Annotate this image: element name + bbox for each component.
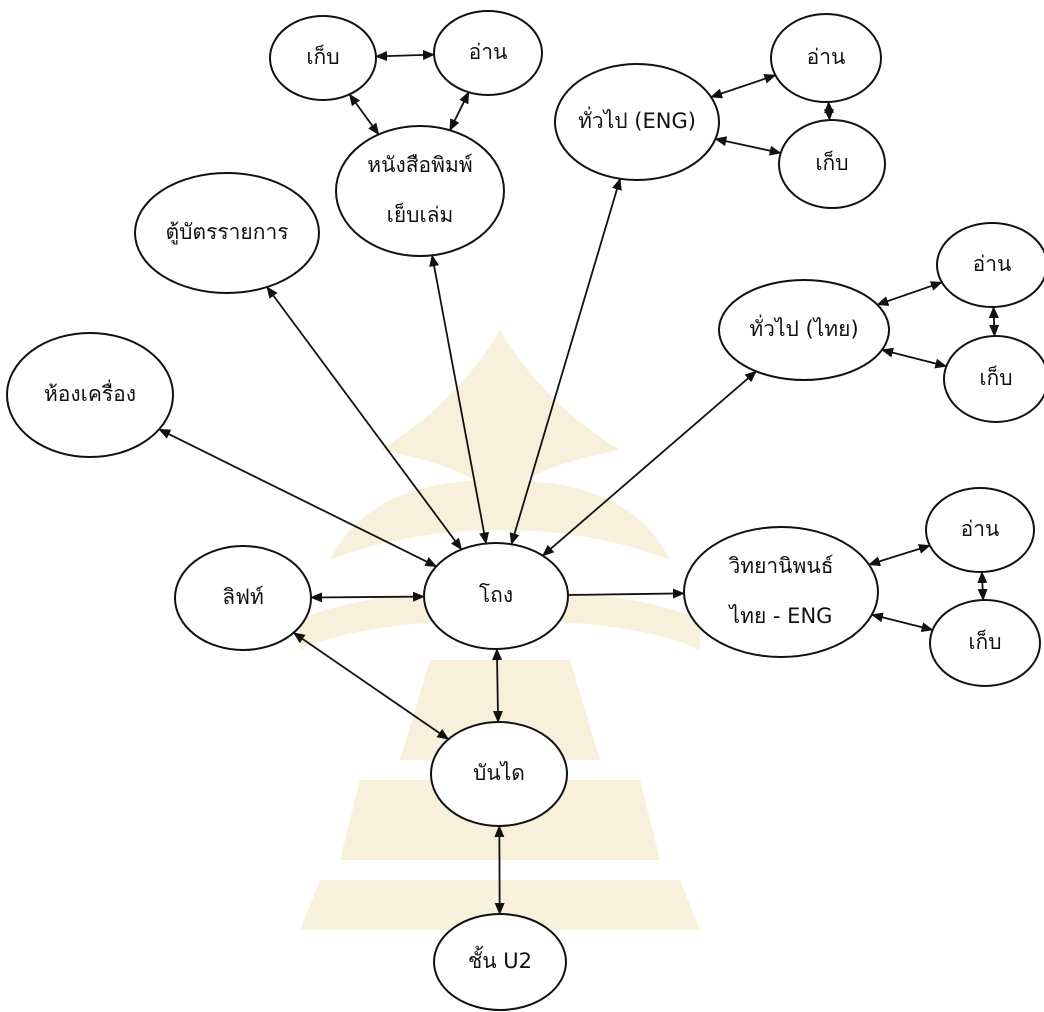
edge-kep_top-nangsue <box>348 93 380 136</box>
edge-tong-bandai <box>492 648 503 723</box>
node-ellipse-kep_wit <box>929 599 1041 687</box>
node-ellipse-bandai <box>430 721 568 827</box>
node-kep_wit: เก็บ <box>929 599 1041 687</box>
node-an_thai: อ่าน <box>936 222 1044 308</box>
node-label-kep_eng: เก็บ <box>815 149 848 175</box>
nodes-layer: เก็บอ่านหนังสือพิมพ์เย็บเล่มทั่วไป (ENG)… <box>6 10 1044 1011</box>
node-label-hong: ห้องเครื่อง <box>44 379 136 406</box>
node-ellipse-hong <box>6 332 174 458</box>
node-label-chan: ชั้น U2 <box>468 946 532 973</box>
edge-an_eng-kep_eng <box>823 101 835 121</box>
node-ellipse-tuu <box>134 172 320 294</box>
edge-tuapai_thai-kep_thai <box>881 347 948 369</box>
node-ellipse-an_thai <box>936 222 1044 308</box>
node-label-tuapai_eng: ทั่วไป (ENG) <box>578 106 696 133</box>
node-ellipse-tuapai_thai <box>718 279 890 381</box>
edge-tong-tuapai_thai <box>541 370 757 557</box>
edge-tong-tuu <box>266 286 463 551</box>
edge-tong-tuapai_eng <box>509 177 622 546</box>
edge-tuapai_eng-an_eng <box>710 73 777 99</box>
edge-tuapai_thai-an_thai <box>876 281 943 306</box>
edge-witaya-kep_wit <box>870 612 934 633</box>
node-tuapai_thai: ทั่วไป (ไทย) <box>718 279 890 381</box>
node-tong: โถง <box>423 542 569 650</box>
node-lift: ลิฟท์ <box>174 545 312 651</box>
node-tuu: ตู้บัตรรายการ <box>134 172 320 294</box>
node-label-nangsue: หนังสือพิมพ์ <box>367 153 472 177</box>
node-ellipse-kep_thai <box>943 335 1044 423</box>
edge-witaya-an_wit <box>868 544 931 567</box>
edge-tong-witaya <box>567 588 685 599</box>
edge-lift-bandai <box>292 632 450 740</box>
node-label-kep_thai: เก็บ <box>979 364 1012 390</box>
node-nangsue: หนังสือพิมพ์เย็บเล่ม <box>335 125 505 257</box>
edge-tong-nangsue <box>429 254 489 545</box>
node-label-an_eng: อ่าน <box>807 45 846 69</box>
edge-tong-hong <box>158 428 438 568</box>
edge-kep_top-an_top <box>375 49 435 62</box>
node-ellipse-an_wit <box>925 487 1035 573</box>
edge-an_top-nangsue <box>449 91 470 132</box>
node-label-an_top: อ่าน <box>469 40 508 64</box>
node-ellipse-an_top <box>433 10 543 96</box>
node-label-tong: โถง <box>479 583 513 607</box>
node-an_eng: อ่าน <box>770 13 882 103</box>
edge-an_thai-kep_thai <box>988 306 1000 337</box>
node-label-witaya: ไทย - ENG <box>728 604 833 628</box>
node-label-bandai: บันได <box>473 761 525 785</box>
node-label-nangsue: เย็บเล่ม <box>387 201 454 227</box>
node-kep_top: เก็บ <box>269 15 377 101</box>
node-ellipse-kep_top <box>269 15 377 101</box>
node-ellipse-tuapai_eng <box>554 63 720 181</box>
node-ellipse-tong <box>423 542 569 650</box>
node-ellipse-lift <box>174 545 312 651</box>
edge-tong-lift <box>310 591 425 603</box>
node-label-tuu: ตู้บัตรรายการ <box>165 220 288 245</box>
node-label-witaya: วิทยานิพนธ์ <box>728 554 833 578</box>
edge-an_wit-kep_wit <box>977 571 988 601</box>
node-label-lift: ลิฟท์ <box>222 585 264 609</box>
node-label-kep_top: เก็บ <box>306 43 339 69</box>
node-kep_thai: เก็บ <box>943 335 1044 423</box>
node-label-tuapai_thai: ทั่วไป (ไทย) <box>749 314 858 341</box>
node-chan: ชั้น U2 <box>433 913 567 1011</box>
node-witaya: วิทยานิพนธ์ไทย - ENG <box>683 526 879 658</box>
node-label-an_wit: อ่าน <box>961 517 1000 541</box>
node-an_wit: อ่าน <box>925 487 1035 573</box>
node-label-an_thai: อ่าน <box>973 252 1012 276</box>
node-hong: ห้องเครื่อง <box>6 332 174 458</box>
node-ellipse-kep_eng <box>778 119 886 209</box>
edge-tuapai_eng-kep_eng <box>714 136 782 156</box>
node-bandai: บันได <box>430 721 568 827</box>
node-ellipse-an_eng <box>770 13 882 103</box>
node-ellipse-chan <box>433 913 567 1011</box>
node-an_top: อ่าน <box>433 10 543 96</box>
node-label-kep_wit: เก็บ <box>968 628 1001 654</box>
node-ellipse-witaya <box>683 526 879 658</box>
edges-layer <box>158 49 1000 915</box>
node-kep_eng: เก็บ <box>778 119 886 209</box>
node-ellipse-nangsue <box>335 125 505 257</box>
node-tuapai_eng: ทั่วไป (ENG) <box>554 63 720 181</box>
